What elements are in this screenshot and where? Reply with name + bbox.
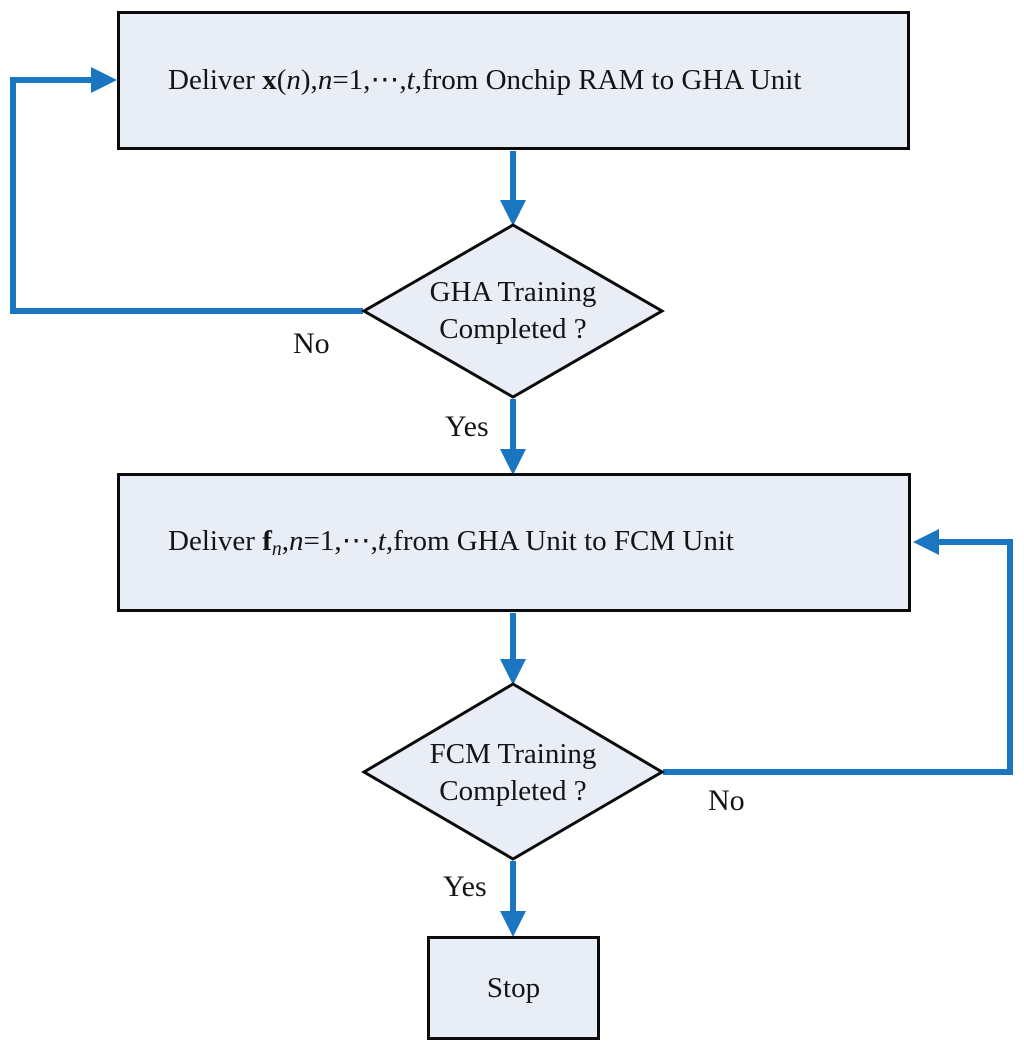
decision2-line1: FCM Training	[429, 738, 597, 770]
decision2-no-label: No	[708, 784, 745, 817]
arrowhead-down-icon	[500, 200, 526, 226]
stop-box: Stop	[427, 936, 600, 1040]
decision1-yes-label: Yes	[445, 410, 489, 443]
arrowhead-down-icon	[500, 911, 526, 937]
arrowhead-down-icon	[500, 659, 526, 685]
process-box1-label: Deliver x(n),n=1,⋯,t,from Onchip RAM to …	[168, 64, 802, 97]
arrowhead-right-icon	[91, 67, 117, 93]
stop-label: Stop	[486, 971, 541, 1004]
decision2-label: FCM Training Completed ?	[363, 736, 663, 810]
decision2-line2: Completed ?	[439, 775, 587, 808]
decision2-diamond	[361, 682, 665, 861]
decision1-no-label: No	[293, 327, 330, 360]
decision1-diamond	[360, 223, 666, 399]
decision1-line2: Completed ?	[439, 313, 587, 346]
edge-decision1-no-loop	[10, 77, 363, 314]
decision1-line1: GHA Training	[429, 276, 597, 308]
arrowhead-down-icon	[500, 449, 526, 475]
process-box-deliver-to-gha: Deliver x(n),n=1,⋯,t,from Onchip RAM to …	[117, 11, 910, 150]
decision2-yes-label: Yes	[443, 870, 487, 903]
edge-decision2-no-loop	[663, 539, 1013, 775]
decision1-label: GHA Training Completed ?	[363, 274, 663, 348]
process-box-deliver-to-fcm: Deliver fn,n=1,⋯,t,from GHA Unit to FCM …	[117, 473, 911, 612]
process-box2-label: Deliver fn,n=1,⋯,t,from GHA Unit to FCM …	[168, 524, 734, 560]
arrowhead-left-icon	[913, 529, 939, 555]
